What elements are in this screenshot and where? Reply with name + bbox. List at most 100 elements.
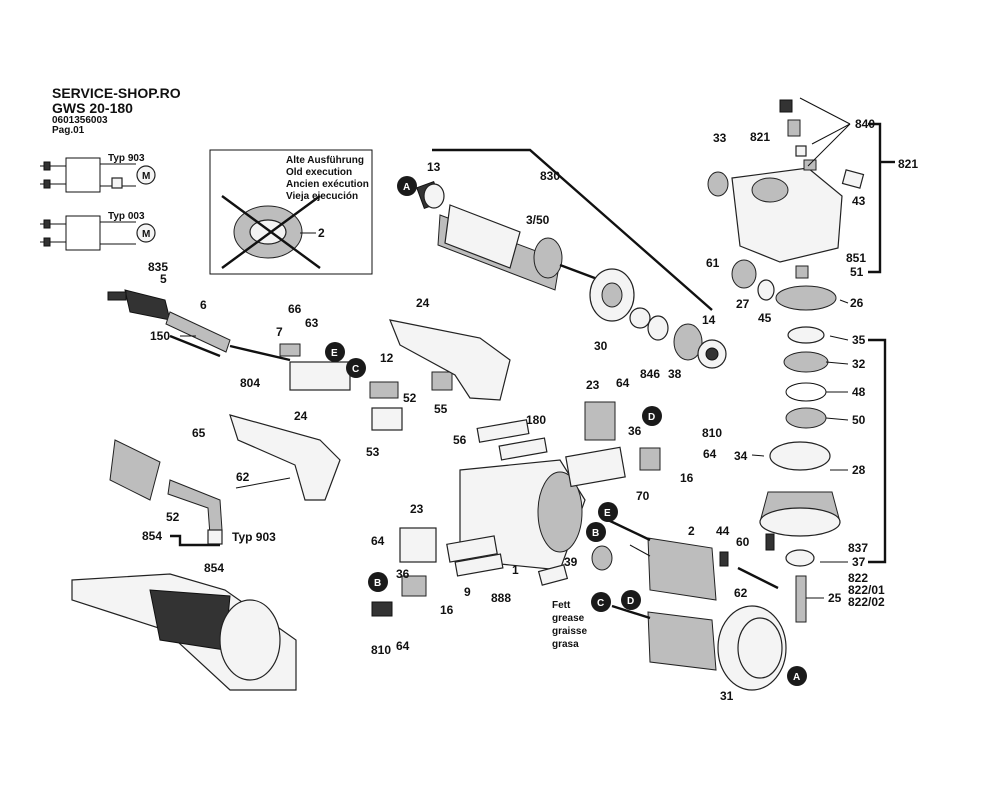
part-number: 36 xyxy=(628,424,642,438)
part-number: 37 xyxy=(852,555,866,569)
part-number: 854 xyxy=(204,561,224,575)
callout-e: E xyxy=(325,342,345,362)
part-number: 64 xyxy=(616,376,630,390)
svg-text:D: D xyxy=(627,596,634,607)
grease-note-line: grasa xyxy=(552,639,579,650)
part-number: 70 xyxy=(636,489,650,503)
part-number: 822/01 xyxy=(848,583,885,597)
part-number: 804 xyxy=(240,376,260,390)
gear-head xyxy=(707,99,865,623)
part-number: 6 xyxy=(200,298,207,312)
svg-text:C: C xyxy=(597,598,604,609)
part-number: 48 xyxy=(852,385,866,399)
old-execution-line: Ancien exécution xyxy=(286,179,369,190)
svg-text:A: A xyxy=(403,182,410,193)
old-execution-line: Vieja ejecución xyxy=(286,191,358,202)
callout-c: C xyxy=(346,358,366,378)
callout-d: D xyxy=(621,590,641,610)
part-number: 32 xyxy=(852,357,866,371)
field-coils xyxy=(607,518,787,691)
part-number: 52 xyxy=(166,510,180,524)
part-number: 851 xyxy=(846,251,866,265)
svg-text:D: D xyxy=(648,412,655,423)
part-number: 5 xyxy=(160,272,167,286)
part-number: 64 xyxy=(371,534,385,548)
callout-b: B xyxy=(368,572,388,592)
typ903-top-label: Typ 903 xyxy=(108,153,145,164)
part-number: 35 xyxy=(852,333,866,347)
handle-parts xyxy=(109,414,341,545)
page-number: Pag.01 xyxy=(52,125,85,136)
tool-sketch xyxy=(71,573,297,691)
part-number: 822 xyxy=(848,571,868,585)
armature-assembly xyxy=(416,148,727,369)
svg-text:M: M xyxy=(142,229,150,240)
svg-text:A: A xyxy=(793,672,800,683)
part-number: 24 xyxy=(294,409,308,423)
part-code: 0601356003 xyxy=(52,115,108,126)
part-number: 64 xyxy=(703,447,717,461)
part-number: 34 xyxy=(734,449,748,463)
part-number: 835 xyxy=(148,260,168,274)
typ903-bottom-label: Typ 903 xyxy=(232,530,276,544)
part-number: 2 xyxy=(318,226,325,240)
part-number: 821 xyxy=(750,130,770,144)
part-number: 830 xyxy=(540,169,560,183)
part-number: 36 xyxy=(396,567,410,581)
part-number: 23 xyxy=(586,378,600,392)
part-number: 3/50 xyxy=(526,213,550,227)
part-number: 840 xyxy=(855,117,875,131)
callout-b: B xyxy=(586,522,606,542)
part-number: 180 xyxy=(526,413,546,427)
part-number: 61 xyxy=(706,256,720,270)
part-number: 16 xyxy=(680,471,694,485)
svg-text:E: E xyxy=(604,508,611,519)
part-number: 16 xyxy=(440,603,454,617)
callout-markers: A A B B C C D D E E xyxy=(325,176,807,686)
part-number: 26 xyxy=(850,296,864,310)
part-number: 56 xyxy=(453,433,467,447)
part-number: 7 xyxy=(276,325,283,339)
svg-text:B: B xyxy=(374,578,381,589)
old-execution-text: Alte Ausführung Old execution Ancien exé… xyxy=(286,155,369,202)
motor-housing xyxy=(371,401,661,617)
part-number: 14 xyxy=(702,313,716,327)
part-number: 23 xyxy=(410,502,424,516)
old-execution-line: Alte Ausführung xyxy=(286,155,364,166)
part-numbers: 2 13 830 3/50 835 5 6 150 66 7 63 24 804… xyxy=(142,117,918,703)
part-number: 39 xyxy=(564,555,578,569)
part-number: 28 xyxy=(852,463,866,477)
part-number: 846 xyxy=(640,367,660,381)
part-number: 33 xyxy=(713,131,727,145)
part-number: 63 xyxy=(305,316,319,330)
part-number: 854 xyxy=(142,529,162,543)
grease-note: Fett grease graisse grasa xyxy=(552,600,587,650)
cable-and-switch xyxy=(107,289,511,431)
wiring-schematic-typ903: M xyxy=(40,157,156,193)
callout-a: A xyxy=(397,176,417,196)
part-number: 810 xyxy=(702,426,722,440)
grease-note-line: Fett xyxy=(552,600,571,611)
part-number: 62 xyxy=(236,470,250,484)
part-number: 24 xyxy=(416,296,430,310)
part-number: 888 xyxy=(491,591,511,605)
grease-note-line: grease xyxy=(552,613,585,624)
part-number: 51 xyxy=(850,265,864,279)
part-number: 65 xyxy=(192,426,206,440)
part-number: 31 xyxy=(720,689,734,703)
callout-d: D xyxy=(642,406,662,426)
old-execution-box xyxy=(209,149,373,275)
part-number: 13 xyxy=(427,160,441,174)
part-number: 810 xyxy=(371,643,391,657)
part-number: 44 xyxy=(716,524,730,538)
part-number: 52 xyxy=(403,391,417,405)
old-execution-line: Old execution xyxy=(286,167,352,178)
group-brackets xyxy=(170,122,895,564)
typ-labels: Typ 903 Typ 003 Typ 903 xyxy=(108,153,276,544)
part-number: 62 xyxy=(734,586,748,600)
part-number: 821 xyxy=(898,157,918,171)
shop-name: SERVICE-SHOP.RO xyxy=(52,85,181,101)
part-number: 64 xyxy=(396,639,410,653)
callout-e: E xyxy=(598,502,618,522)
leader-lines xyxy=(180,97,851,599)
